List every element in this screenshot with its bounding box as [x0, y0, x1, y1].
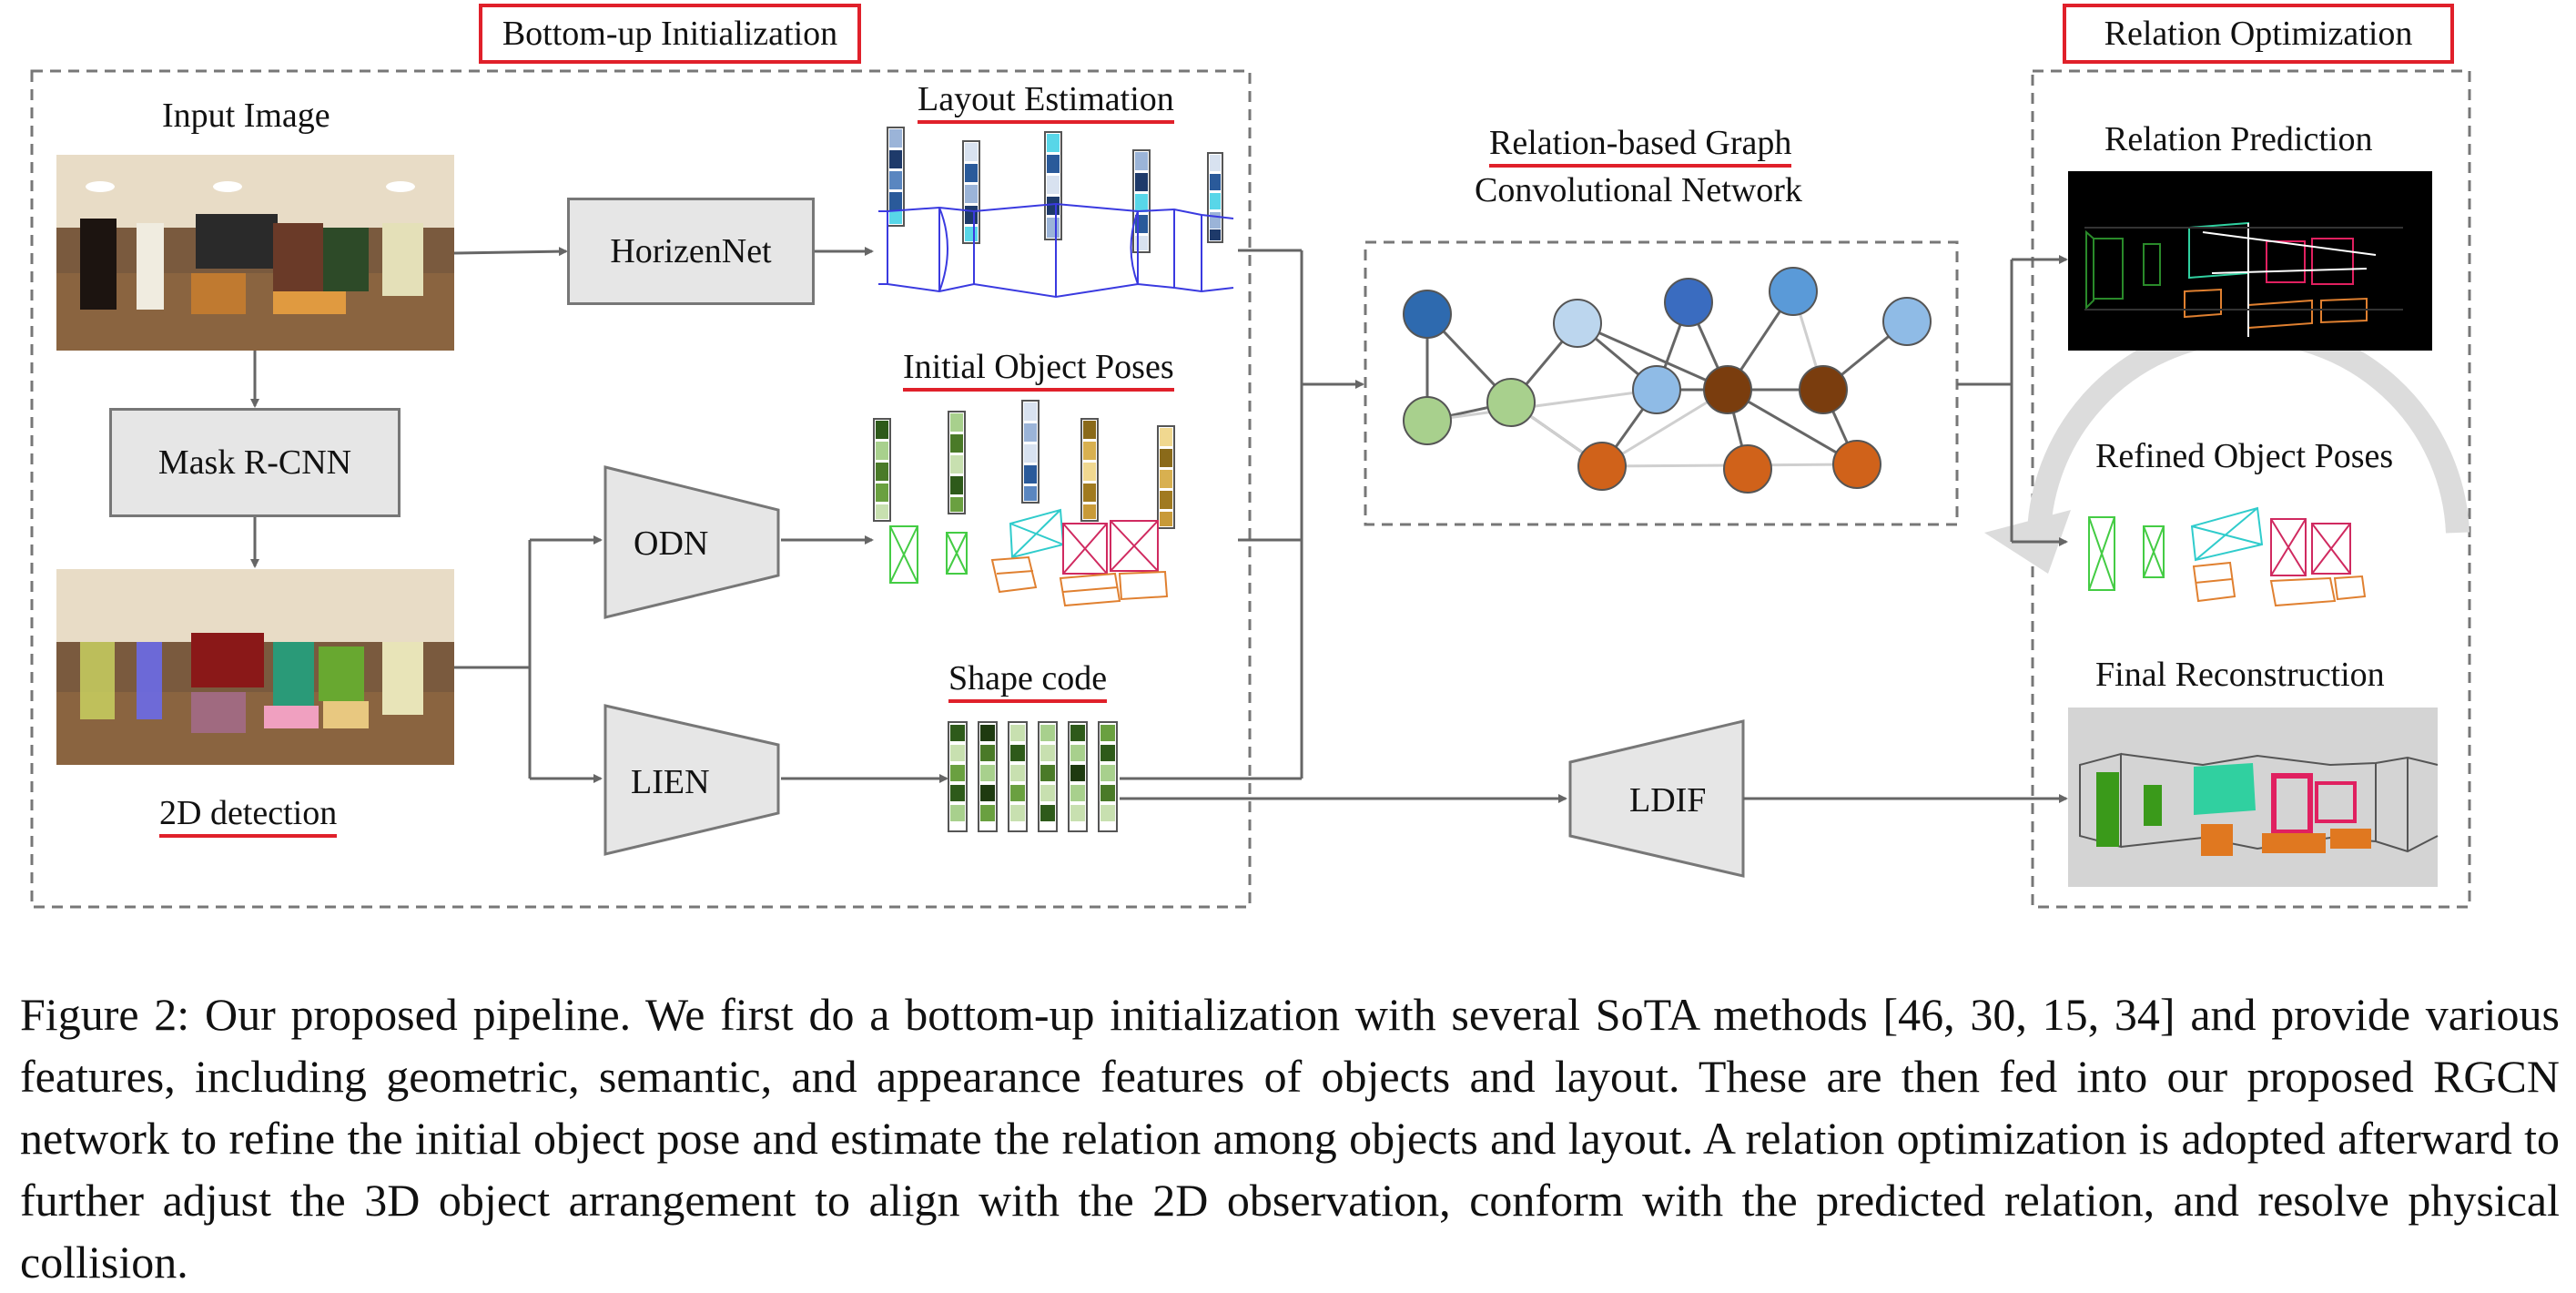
pipeline-figure: Bottom-up Initialization Relation Optimi…: [30, 4, 2471, 909]
mask-rcnn-block: Mask R-CNN: [109, 408, 401, 517]
shape-code-label: Shape code: [948, 661, 1108, 703]
input-panorama-image: [56, 155, 454, 351]
relation-optimization-title: Relation Optimization: [2063, 4, 2454, 64]
rgcn-title-line2: Convolutional Network: [1475, 171, 1802, 209]
initial-object-wireframes: [889, 508, 1169, 607]
shape-code-feature-bars: [948, 721, 1118, 832]
ldif-block: [1568, 719, 1745, 878]
object-pose-feature-bars: [873, 400, 1175, 529]
layout-wireframe: [878, 202, 1234, 299]
graph-nodes: [1403, 267, 1932, 494]
final-reconstruction-image: [2068, 708, 2439, 887]
bottom-up-frame: [30, 69, 1252, 909]
pipeline-diagram: [30, 69, 2471, 909]
bottom-up-initialization-title: Bottom-up Initialization: [479, 4, 861, 64]
refined-object-poses-label: Refined Object Poses: [2095, 437, 2394, 475]
odn-label: ODN: [634, 524, 709, 563]
input-image-label: Input Image: [162, 97, 330, 135]
odn-block: [603, 465, 780, 619]
initial-object-poses-label: Initial Object Poses: [903, 350, 1174, 392]
2d-detection-label: 2D detection: [159, 796, 338, 838]
relation-optimization-frame: [2031, 69, 2471, 909]
ldif-label: LDIF: [1629, 781, 1707, 820]
relation-prediction-image: [2068, 171, 2432, 351]
refined-object-wireframes: [2088, 506, 2367, 607]
detection-panorama-image: [56, 569, 454, 765]
horizennet-block: HorizenNet: [567, 198, 815, 305]
rgcn-title-line1: Relation-based Graph: [1489, 126, 1792, 168]
lien-label: LIEN: [631, 763, 710, 801]
figure-caption: Figure 2: Our proposed pipeline. We firs…: [20, 989, 2560, 1288]
final-reconstruction-label: Final Reconstruction: [2095, 656, 2385, 694]
relation-prediction-label: Relation Prediction: [2104, 120, 2373, 158]
layout-estimation-label: Layout Estimation: [918, 82, 1174, 124]
lien-block: [603, 704, 780, 856]
